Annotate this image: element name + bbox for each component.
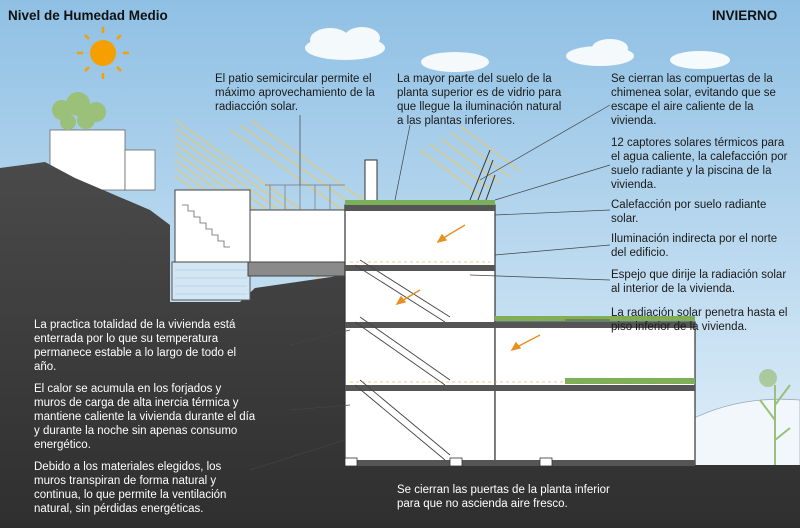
note-indirect-light: Iluminación indirecta por el norte del e… xyxy=(611,233,778,259)
neighbour-building xyxy=(49,129,156,191)
patio-structure xyxy=(174,189,346,277)
note-buried: La practica totalidad de la vivienda est… xyxy=(34,319,237,373)
house xyxy=(344,159,696,466)
pool xyxy=(171,261,251,301)
tree-icon xyxy=(52,92,106,130)
note-solar-penetration: La radiación solar penetra hasta el piso… xyxy=(611,307,788,333)
note-collectors: 12 captores solares térmicos para el agu… xyxy=(611,137,788,191)
foundations xyxy=(344,457,553,467)
leader-lines xyxy=(249,104,611,471)
radiant-floor-lines xyxy=(350,261,690,383)
house-stairs xyxy=(354,259,451,461)
note-breathing-walls: Debido a los materiales elegidos, los mu… xyxy=(34,461,227,515)
bare-tree-icon xyxy=(759,369,791,465)
note-glass-floor: La mayor parte del suelo de la planta su… xyxy=(397,73,562,127)
note-chimney: Se cierran las compuertas de la chimenea… xyxy=(611,73,776,127)
note-mirror: Espejo que dirije la radiación solar al … xyxy=(611,269,787,295)
clouds xyxy=(305,27,730,72)
season-label: INVIERNO xyxy=(712,8,778,23)
note-patio: El patio semicircular permite el máximo … xyxy=(215,73,375,113)
note-thermal-mass: El calor se acumula en los forjados y mu… xyxy=(34,383,256,451)
solar-collectors xyxy=(469,149,496,201)
note-doors: Se cierran las puertas de la planta infe… xyxy=(397,484,610,510)
ground xyxy=(0,162,800,528)
heat-arrows xyxy=(395,224,541,352)
diagram-title: Nivel de Humedad Medio xyxy=(8,8,168,23)
sun-icon xyxy=(77,27,129,79)
patio-railing xyxy=(265,184,345,210)
patio-stairs xyxy=(182,204,230,248)
note-floor-heating: Calefacción por suelo radiante solar. xyxy=(611,199,767,225)
